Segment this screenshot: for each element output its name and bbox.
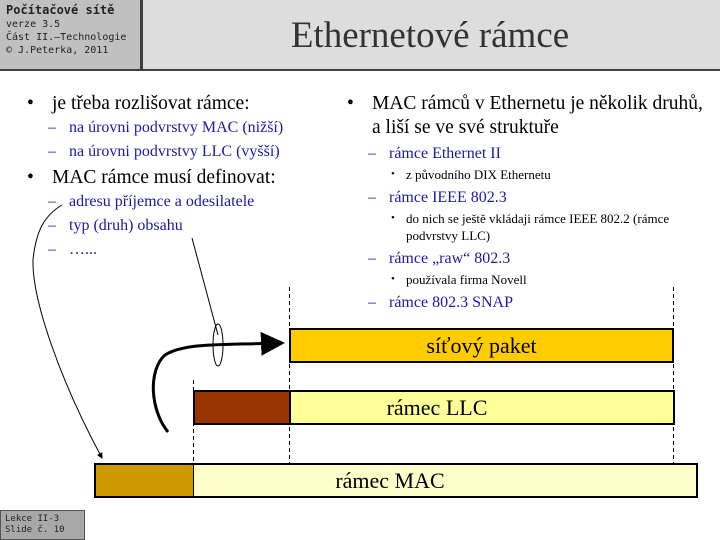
network-packet-box: síťový paket xyxy=(289,328,674,363)
mac-frame-box: rámec MAC xyxy=(193,463,698,498)
course-name: Počítačové sítě xyxy=(6,3,115,17)
sub-bullet-address: adresu příjemce a odesilatele xyxy=(20,190,340,214)
type-field-oval xyxy=(212,323,224,367)
mac-header-box xyxy=(94,463,195,498)
bullet-frame-distinguish: je třeba rozlišovat rámce: xyxy=(20,92,340,116)
note-novell: používala firma Novell xyxy=(340,271,715,288)
sub-bullet-ellipsis: …... xyxy=(20,238,340,262)
bullet-mac-must-define: MAC rámce musí definovat: xyxy=(20,166,340,190)
slide-number: Slide č. 10 xyxy=(5,525,65,535)
llc-header-box xyxy=(193,390,291,425)
course-version: verze 3.5 xyxy=(6,19,61,30)
sub-bullet-snap: rámce 802.3 SNAP xyxy=(340,291,715,315)
course-info-box: Počítačové sítě verze 3.5 Část II.–Techn… xyxy=(0,0,142,71)
network-packet-label: síťový paket xyxy=(426,332,537,358)
course-author: © J.Peterka, 2011 xyxy=(6,45,109,56)
llc-frame-label: rámec LLC xyxy=(386,394,488,420)
lesson-label: Lekce II-3 xyxy=(5,514,60,524)
sub-bullet-ethernet-ii: rámce Ethernet II xyxy=(340,142,715,166)
right-column: MAC rámců v Ethernetu je několik druhů, … xyxy=(340,92,715,315)
note-dix: z původního DIX Ethernetu xyxy=(340,166,715,183)
sub-bullet-type: typ (druh) obsahu xyxy=(20,214,340,238)
llc-frame-box: rámec LLC xyxy=(289,390,675,425)
bullet-mac-frame-kinds: MAC rámců v Ethernetu je několik druhů, … xyxy=(340,92,715,140)
mac-frame-label: rámec MAC xyxy=(335,467,445,493)
left-column: je třeba rozlišovat rámce: na úrovni pod… xyxy=(20,92,340,262)
sub-bullet-mac-level: na úrovni podvrstvy MAC (nižší) xyxy=(20,116,340,140)
slide-footer: Lekce II-3 Slide č. 10 xyxy=(0,510,85,540)
course-part: Část II.–Technologie xyxy=(6,32,127,43)
sub-bullet-llc-level: na úrovni podvrstvy LLC (vyšší) xyxy=(20,140,340,164)
sub-bullet-raw-8023: rámce „raw“ 802.3 xyxy=(340,247,715,271)
title-bar xyxy=(142,0,720,71)
sub-bullet-ieee-8023: rámce IEEE 802.3 xyxy=(340,186,715,210)
note-ieee-8022: do nich se ještě vkládaji rámce IEEE 802… xyxy=(340,210,715,244)
slide-title: Ethernetové rámce xyxy=(290,15,570,56)
